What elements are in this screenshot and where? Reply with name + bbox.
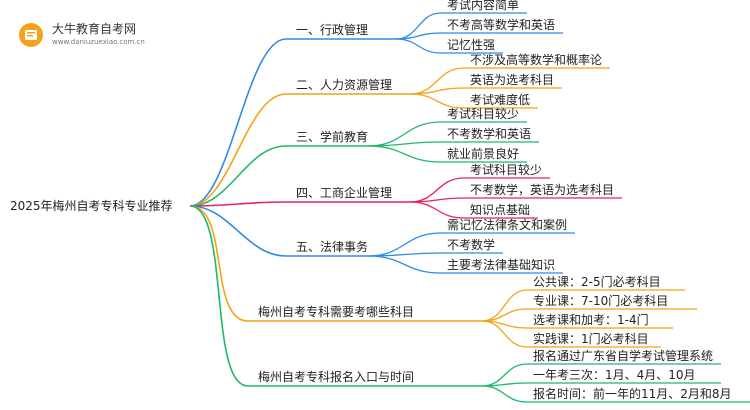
- leaf-label: 英语为选考科目: [470, 73, 554, 87]
- leaf-connector: [481, 308, 697, 322]
- brand-url: www.daniuzuexiao.com.cn: [52, 38, 145, 46]
- leaf-connector: [481, 385, 750, 403]
- leaf-label: 记忆性强: [447, 38, 495, 52]
- leaf-label: 不涉及高等数学和概率论: [470, 52, 602, 67]
- leaf-connector: [395, 38, 503, 54]
- brand-name: 大牛教育自考网: [52, 22, 137, 36]
- leaf-connector: [481, 382, 721, 387]
- branch-label: 梅州自考专科报名入口与时间: [258, 369, 414, 384]
- leaf-label: 需记忆法律条文和案例: [447, 217, 567, 232]
- leaf-label: 专业课：7-10门必考科目: [533, 293, 668, 308]
- book-icon: [19, 23, 43, 47]
- leaf-label: 报名通过广东省自学考试管理系统: [533, 348, 713, 363]
- leaf-connector: [367, 255, 563, 274]
- branch-label: 四、工商企业管理: [296, 185, 392, 200]
- branch-connector: [189, 205, 368, 257]
- leaf-connector: [367, 145, 527, 163]
- leaf-label: 考试科目较少: [470, 162, 542, 177]
- leaf-label: 知识点基础: [470, 203, 530, 217]
- leaf-connector: [409, 201, 538, 219]
- branch-connector: [189, 145, 368, 207]
- leaf-label: 不考高等数学和英语: [447, 17, 555, 32]
- branch-connector: [189, 205, 482, 322]
- leaf-label: 主要考法律基础知识: [447, 258, 555, 272]
- branch-connector: [189, 201, 410, 207]
- leaf-label: 公共课：2-5门必考科目: [533, 274, 661, 289]
- leaf-label: 不考数学: [447, 237, 495, 252]
- branch-connector: [189, 205, 482, 387]
- branch-label: 一、行政管理: [296, 22, 368, 37]
- leaf-connector: [367, 121, 527, 147]
- leaf-connector: [367, 232, 575, 257]
- root-topic: 2025年梅州自考专科专业推荐: [10, 198, 173, 213]
- leaf-label: 就业前景良好: [447, 146, 519, 161]
- leaf-label: 实践课：1门必考科目: [533, 331, 649, 346]
- leaf-connector: [367, 252, 503, 257]
- leaf-label: 不考数学和英语: [447, 126, 531, 141]
- branch-label: 梅州自考专科需要考哪些科目: [258, 304, 414, 319]
- branch-label: 三、学前教育: [296, 129, 368, 144]
- leaf-connector: [367, 141, 539, 147]
- leaf-connector: [409, 197, 622, 203]
- leaf-label: 选考课和加考：1-4门: [533, 312, 649, 327]
- leaf-label: 考试内容简单: [447, 0, 519, 12]
- branch-label: 五、法律事务: [296, 239, 368, 254]
- branch-label: 二、人力资源管理: [296, 77, 392, 92]
- branch-connector: [189, 38, 396, 207]
- leaf-label: 报名时间：前一年的11月、2月和8月: [533, 386, 732, 401]
- leaf-label: 不考数学，英语为选考科目: [470, 182, 614, 197]
- leaf-label: 考试难度低: [470, 92, 530, 107]
- leaf-label: 考试科目较少: [447, 106, 519, 121]
- branch-connector: [189, 93, 410, 207]
- leaf-connector: [481, 320, 661, 348]
- leaf-connector: [409, 93, 538, 109]
- leaf-label: 一年考三次：1月、4月、10月: [533, 368, 696, 382]
- brand-logo: 大牛教育自考网 www.daniuzuexiao.com.cn: [18, 14, 158, 54]
